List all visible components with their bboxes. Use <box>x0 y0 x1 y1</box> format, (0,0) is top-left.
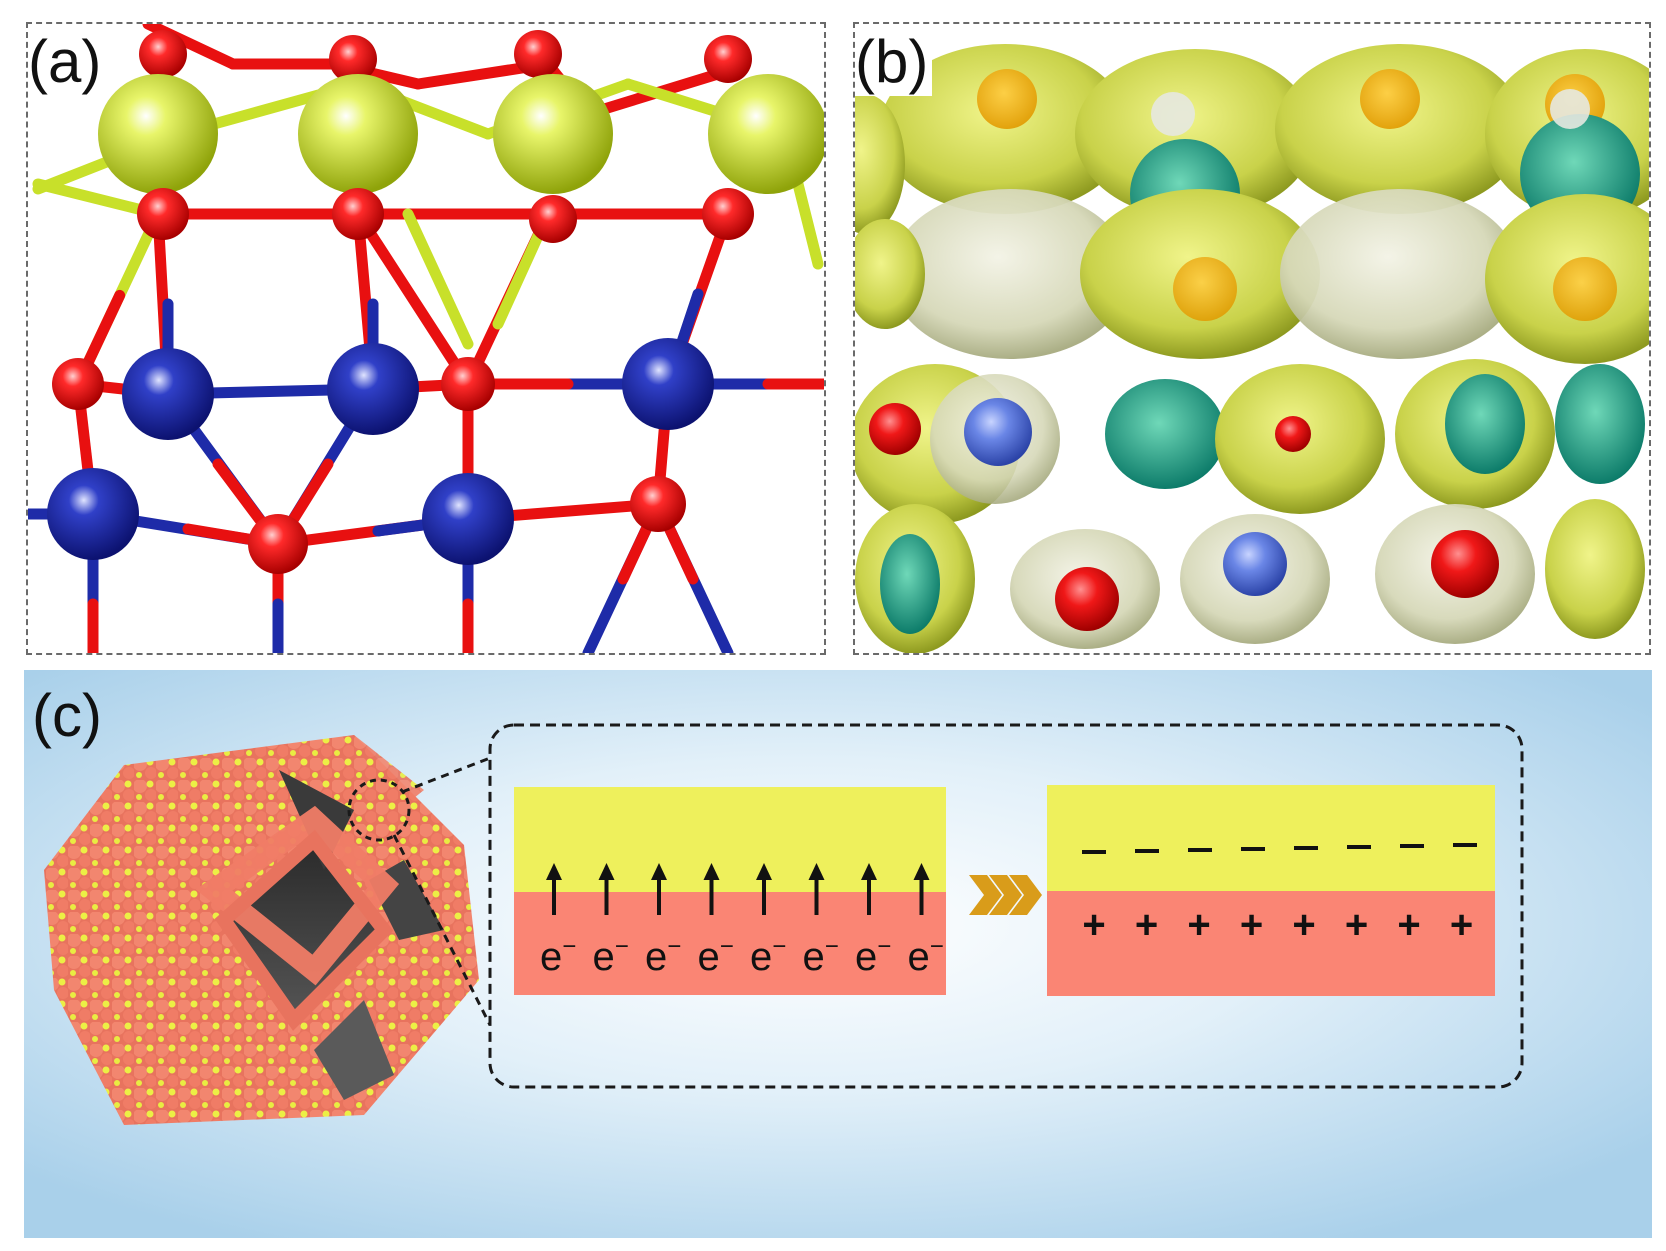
schematic-illustration: e−e−e−e−e−e−e−e− ++++++++ <box>24 670 1652 1238</box>
panel-a-label: (a) <box>28 32 106 96</box>
panel-a-atomic-structure: (a) <box>26 22 826 655</box>
plus-sign: + <box>1397 903 1420 947</box>
panel-c-schematic: e−e−e−e−e−e−e−e− ++++++++ (c) <box>24 670 1652 1238</box>
arrow-head-icon <box>651 863 667 880</box>
panel-c-label: (c) <box>32 682 102 749</box>
plus-sign: + <box>1345 903 1368 947</box>
plus-sign: + <box>1292 903 1315 947</box>
plus-sign: + <box>1082 903 1105 947</box>
left-yellow-layer <box>514 787 946 892</box>
arrow-head-icon <box>598 863 615 880</box>
electron-arrows <box>546 863 930 915</box>
atoms <box>47 30 824 574</box>
zoom-line-top <box>401 756 491 794</box>
plus-sign: + <box>1187 903 1210 947</box>
plus-sign: + <box>1240 903 1263 947</box>
plus-sign: + <box>1450 903 1473 947</box>
panel-b-label: (b) <box>855 32 933 96</box>
arrow-head-icon <box>861 863 877 880</box>
nanoparticle-image <box>44 735 479 1125</box>
arrow-head-icon <box>703 863 720 880</box>
plus-sign: + <box>1135 903 1158 947</box>
right-yellow-layer <box>1047 785 1495 891</box>
transition-arrow <box>969 875 1042 915</box>
electron-label: e− <box>540 933 576 979</box>
electron-label: e− <box>593 933 629 979</box>
zoom-line-bottom <box>392 834 492 1026</box>
electron-labels: e−e−e−e−e−e−e−e− <box>540 933 944 979</box>
panel-b-charge-density: (b) <box>853 22 1651 655</box>
arrow-head-icon <box>808 863 825 880</box>
right-salmon-layer <box>1047 891 1495 996</box>
arrow-head-icon <box>756 863 772 880</box>
charge-density-illustration <box>855 44 1649 653</box>
electron-label: e− <box>750 933 786 979</box>
zoom-box <box>488 723 1524 1089</box>
negative-charges <box>1082 843 1477 854</box>
electron-label: e− <box>698 933 734 979</box>
left-salmon-layer <box>514 892 946 995</box>
arrow-head-icon <box>546 863 562 880</box>
positive-charges: + + + + + + + + <box>1082 903 1473 947</box>
atomic-structure-illustration <box>28 24 824 653</box>
zoom-circle <box>347 778 411 842</box>
arrow-head-icon <box>913 863 930 880</box>
